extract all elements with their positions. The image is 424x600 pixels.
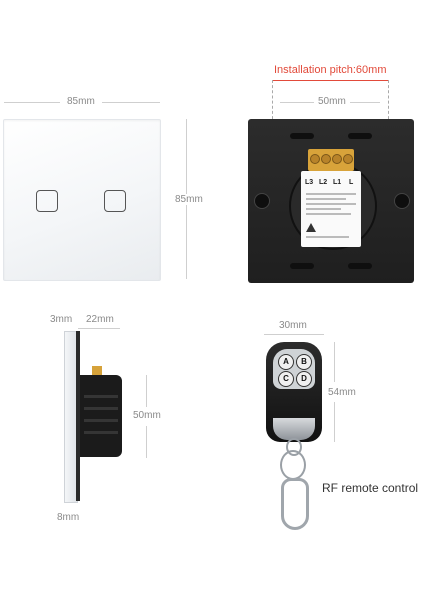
remote-button-b[interactable]: B xyxy=(296,354,312,370)
back-inner-width-label: 50mm xyxy=(318,96,346,107)
terminal-screw xyxy=(332,154,342,164)
lobster-clasp xyxy=(281,478,309,530)
keyring-large xyxy=(280,450,306,480)
installation-pitch-line xyxy=(272,80,388,81)
mount-hole-left xyxy=(254,193,270,209)
front-height-label: 85mm xyxy=(175,194,203,205)
mount-slot-top-right xyxy=(348,133,372,139)
mount-slot-bottom-left xyxy=(290,263,314,269)
side-plate xyxy=(76,331,80,501)
switch-back-panel: L3 L2 L1 L xyxy=(248,119,414,283)
pitch-guide-left xyxy=(272,80,273,150)
front-width-label: 85mm xyxy=(67,96,95,107)
terminal-screw xyxy=(343,154,353,164)
side-glass-label: 3mm xyxy=(50,314,73,325)
remote-chrome-cap xyxy=(273,418,315,440)
back-width-line-left xyxy=(280,102,314,103)
mount-slot-top-left xyxy=(290,133,314,139)
mount-slot-bottom-right xyxy=(348,263,372,269)
side-rib xyxy=(84,431,118,434)
remote-button-a[interactable]: A xyxy=(278,354,294,370)
remote-width-line xyxy=(264,334,324,335)
side-depth-line xyxy=(78,328,120,329)
switch-front-panel xyxy=(3,119,161,281)
terminal-screw xyxy=(321,154,331,164)
back-width-line-right xyxy=(350,102,380,103)
side-height-line-top xyxy=(146,375,147,407)
side-body xyxy=(80,375,122,457)
mount-hole-right xyxy=(394,193,410,209)
remote-face: A B C D xyxy=(273,349,315,389)
remote-button-c[interactable]: C xyxy=(278,371,294,387)
side-height-label: 50mm xyxy=(133,410,161,421)
front-width-line-left xyxy=(4,102,60,103)
back-spec-label: L3 L2 L1 L xyxy=(301,171,361,247)
side-rib xyxy=(84,395,118,398)
side-bottom-label: 8mm xyxy=(57,512,80,523)
front-width-line-right xyxy=(102,102,160,103)
remote-height-line-bottom xyxy=(334,402,335,442)
remote-width-label: 30mm xyxy=(279,320,307,331)
side-rib xyxy=(84,419,118,422)
warning-icon xyxy=(306,223,316,232)
terminal-label-l3: L3 xyxy=(305,179,314,186)
pitch-guide-right xyxy=(388,80,389,150)
touch-key-right[interactable] xyxy=(104,190,126,212)
terminal-screw xyxy=(310,154,320,164)
installation-pitch-label: Installation pitch:60mm xyxy=(274,64,387,76)
side-height-line-bottom xyxy=(146,426,147,458)
terminal-label-l2: L2 xyxy=(319,179,328,186)
touch-key-left[interactable] xyxy=(36,190,58,212)
side-rib xyxy=(84,407,118,410)
terminal-label-l1: L1 xyxy=(333,179,342,186)
terminal-block xyxy=(308,149,354,171)
remote-height-line-top xyxy=(334,342,335,382)
side-depth-label: 22mm xyxy=(86,314,114,325)
side-terminal xyxy=(92,366,102,376)
remote-caption: RF remote control xyxy=(322,481,419,495)
terminal-label-l: L xyxy=(349,179,354,186)
spec-lines xyxy=(306,193,356,238)
remote-height-label: 54mm xyxy=(328,387,356,398)
remote-button-d[interactable]: D xyxy=(296,371,312,387)
